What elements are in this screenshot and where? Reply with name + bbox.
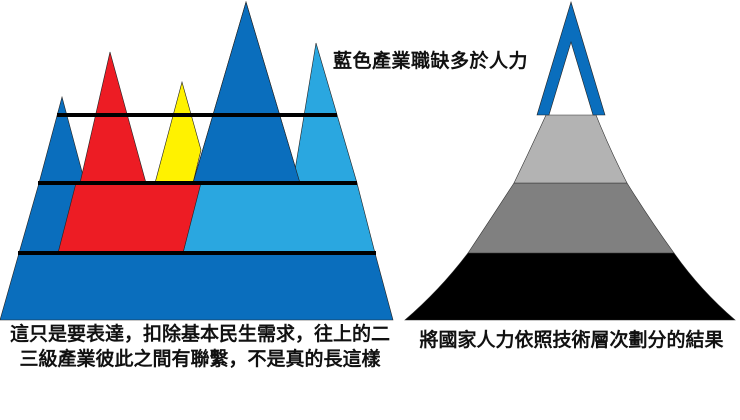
middle-tier-light-blue <box>182 182 376 254</box>
middle-tier-gray <box>467 182 675 254</box>
left-caption: 這只是要表達，扣除基本民生需求，往上的二三級產業彼此之間有聯繫，不是真的長這樣 <box>10 323 391 370</box>
yellow-peak <box>154 80 202 184</box>
small-dark-blue-peak <box>38 95 86 184</box>
upper-tier-light-gray <box>513 114 628 184</box>
left-pyramid-diagram <box>0 0 394 321</box>
blue-industry-label: 藍色產業職缺多於人力 <box>333 50 529 72</box>
red-peak <box>79 51 147 184</box>
right-caption: 將國家人力依照技術層次劃分的結果 <box>419 329 724 351</box>
base-tier <box>0 252 394 321</box>
apex-blue-outline <box>536 0 606 116</box>
tall-dark-blue-peak-overlap <box>192 0 301 184</box>
right-pyramid-diagram <box>404 0 736 321</box>
base-tier-black <box>404 252 736 321</box>
middle-tier-red <box>57 182 202 254</box>
